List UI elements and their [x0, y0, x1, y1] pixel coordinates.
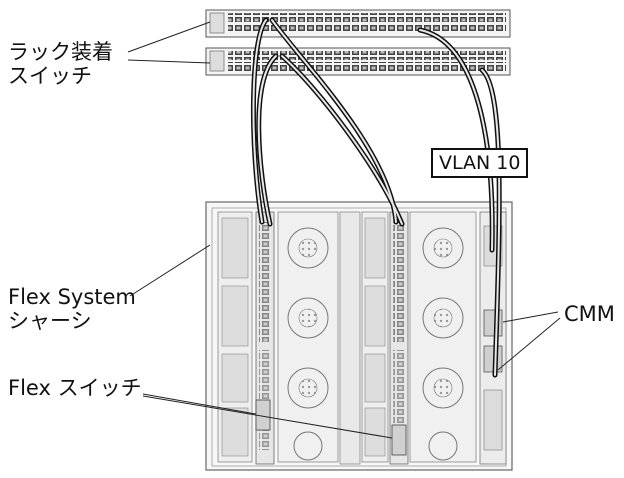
- flex-system-chassis: [205, 201, 513, 471]
- chassis-label-line1: Flex System: [8, 285, 136, 309]
- chassis-right-bay: [361, 211, 507, 465]
- rack-switch-top: [205, 9, 511, 38]
- leader-rack-switch-top: [127, 21, 211, 53]
- cable-4: [279, 53, 405, 227]
- rack-switch-label-line2: スイッチ: [8, 64, 92, 88]
- leader-cmm-1: [502, 311, 559, 323]
- rack-switch-label-line1: ラック装着: [8, 40, 113, 64]
- leader-rack-switch-bottom: [127, 59, 211, 64]
- leader-flex-switch-right: [142, 395, 393, 439]
- leader-flex-switch-left: [142, 393, 257, 415]
- vlan-label: VLAN 10: [431, 148, 529, 178]
- flex-switch-module-right: [391, 424, 407, 456]
- leader-chassis: [129, 244, 211, 297]
- cable-2: [256, 53, 279, 227]
- leader-lines: [127, 21, 561, 439]
- flex-switch-label: Flex スイッチ: [8, 376, 142, 400]
- cmm-label: CMM: [564, 302, 615, 326]
- leader-cmm-2: [497, 317, 561, 371]
- chassis-label-line2: シャーシ: [8, 309, 92, 333]
